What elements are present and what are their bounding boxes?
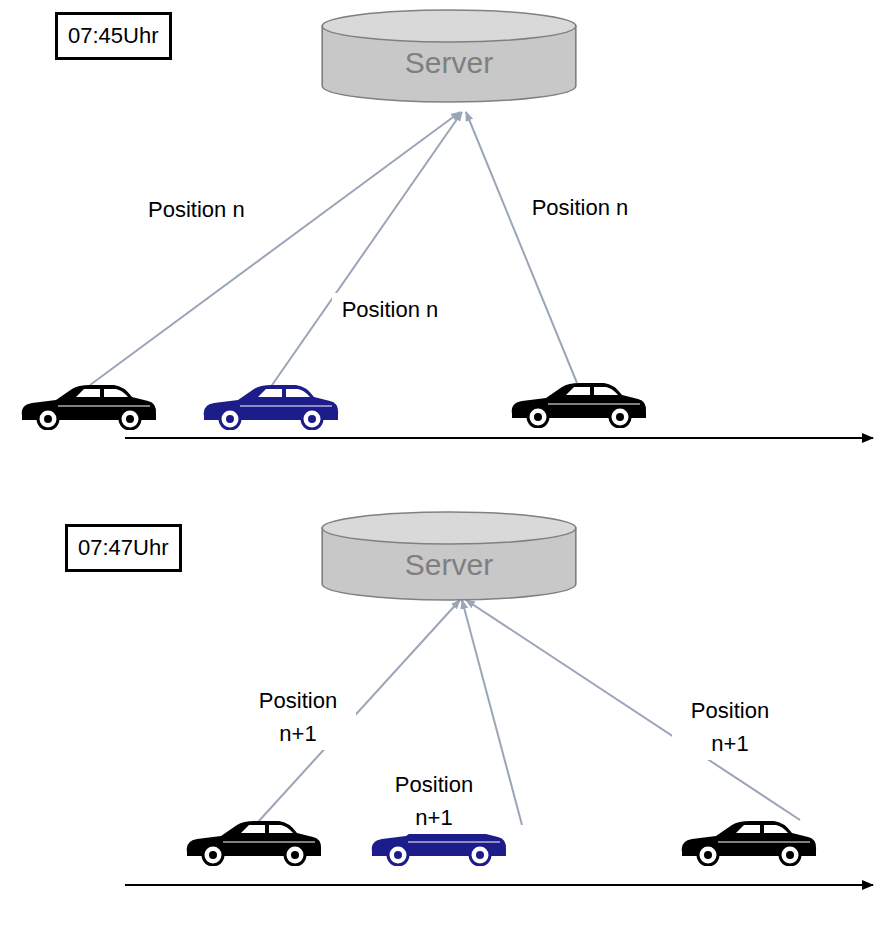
position-label: Position n+1 (672, 694, 788, 760)
position-label: Position n (332, 293, 448, 326)
time-box: 07:47Uhr (65, 524, 182, 572)
car (22, 385, 156, 429)
position-label: Position n+1 (240, 684, 356, 750)
signal-line (466, 600, 800, 820)
server-label: Server (320, 46, 578, 80)
signal-line (466, 112, 577, 383)
server-cylinder: Server (320, 510, 578, 602)
road-axis (125, 437, 873, 439)
signal-line (90, 112, 460, 385)
position-label: Position n (522, 191, 638, 224)
time-label: 07:47Uhr (78, 535, 169, 561)
car (187, 821, 321, 865)
road-axis (125, 884, 873, 886)
time-box: 07:45Uhr (55, 12, 172, 60)
server-label: Server (320, 548, 578, 582)
server-cylinder: Server (320, 8, 578, 104)
position-label: Position n+1 (376, 768, 492, 834)
position-label: Position n (146, 193, 262, 226)
time-label: 07:45Uhr (68, 23, 159, 49)
car (204, 385, 338, 429)
signal-line (270, 112, 462, 388)
car (512, 383, 646, 427)
car (682, 821, 816, 865)
